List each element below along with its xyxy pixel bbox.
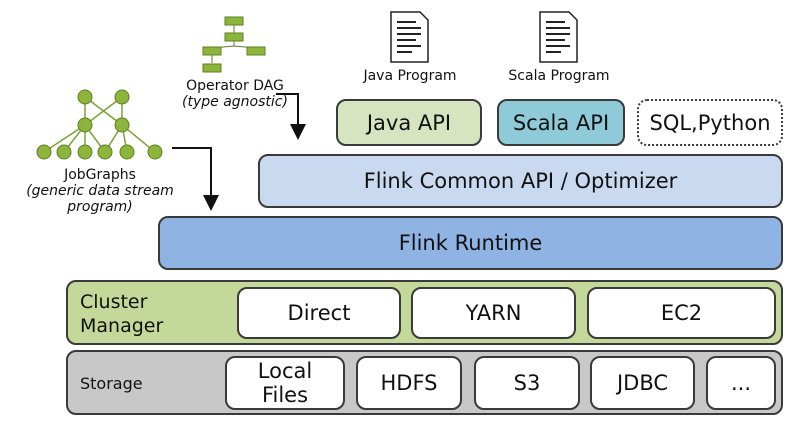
java-program-document-icon: [390, 11, 429, 63]
more-label: ...: [730, 371, 752, 395]
local-files-line2: Files: [261, 383, 309, 407]
common-api-label: Flink Common API / Optimizer: [363, 169, 678, 193]
scala-api-label: Scala API: [512, 110, 610, 135]
s3-label: S3: [513, 371, 541, 395]
sql-python-api-label: SQL,Python: [649, 110, 771, 135]
storage-item-jdbc: JDBC: [590, 356, 695, 410]
runtime-label: Flink Runtime: [398, 231, 543, 255]
storage-title: Storage: [80, 374, 143, 393]
cluster-item-ec2-label: EC2: [660, 301, 703, 325]
storage-layer: Storage Local Files HDFS S3 JDBC ...: [66, 350, 783, 415]
jobgraph-arrow: [172, 147, 219, 211]
jobgraph-icon: [43, 96, 156, 153]
scala-program-document-icon: [539, 11, 578, 63]
cluster-item-ec2: EC2: [587, 287, 776, 339]
hdfs-label: HDFS: [380, 371, 438, 395]
jobgraphs-subtitle-line1: (generic data stream: [26, 183, 174, 199]
java-api-box: Java API: [336, 99, 482, 146]
operator-dag-subtitle: (type agnostic): [182, 94, 288, 110]
jobgraphs-title: JobGraphs: [64, 167, 136, 183]
cluster-item-yarn-label: YARN: [465, 301, 522, 325]
java-program-label: Java Program: [363, 68, 457, 84]
cluster-item-yarn: YARN: [411, 287, 576, 339]
jdbc-label: JDBC: [616, 371, 669, 395]
flink-runtime-box: Flink Runtime: [158, 216, 783, 270]
storage-item-more: ...: [706, 356, 776, 410]
operator-dag-title: Operator DAG: [186, 78, 284, 94]
java-api-label: Java API: [366, 110, 452, 135]
storage-item-s3: S3: [474, 356, 580, 410]
storage-item-local-files: Local Files: [225, 356, 345, 410]
common-api-optimizer-box: Flink Common API / Optimizer: [258, 154, 783, 208]
jobgraphs-subtitle-line2: program): [67, 199, 133, 215]
cluster-manager-title-line2: Manager: [80, 315, 164, 337]
cluster-item-direct: Direct: [237, 287, 401, 339]
jobgraph-nodes: [36, 89, 163, 160]
scala-api-box: Scala API: [497, 99, 625, 146]
cluster-manager-layer: Cluster Manager Direct YARN EC2: [66, 280, 783, 345]
sql-python-api-box: SQL,Python: [637, 99, 783, 146]
cluster-item-direct-label: Direct: [287, 301, 351, 325]
dag-arrow: [276, 93, 306, 140]
cluster-manager-title-line1: Cluster: [80, 291, 148, 313]
operator-dag-icon: [202, 16, 266, 73]
storage-item-hdfs: HDFS: [356, 356, 462, 410]
local-files-line1: Local: [257, 359, 313, 383]
scala-program-label: Scala Program: [508, 68, 610, 84]
